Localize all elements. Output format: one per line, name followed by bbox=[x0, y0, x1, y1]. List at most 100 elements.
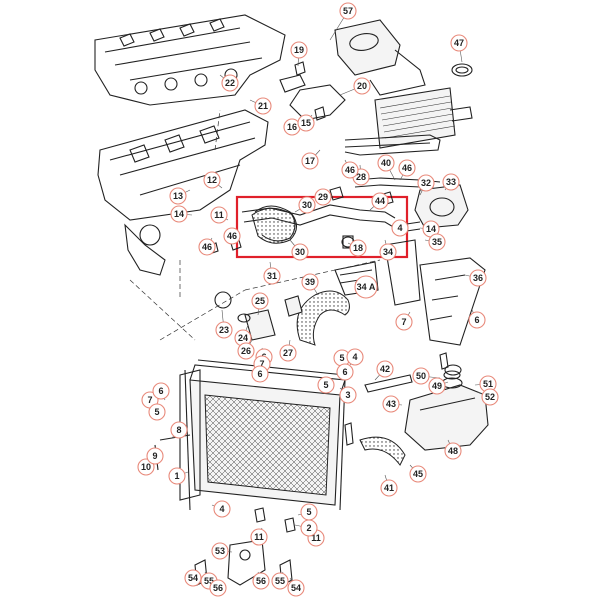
expansion-tank bbox=[404, 370, 489, 451]
callout-c57: 57 bbox=[339, 2, 357, 20]
assembly-guide-lines bbox=[129, 109, 381, 341]
callout-number: 11 bbox=[311, 533, 321, 543]
callout-c53: 53 bbox=[211, 542, 229, 560]
callout-number: 55 bbox=[204, 576, 214, 586]
callout-circle bbox=[203, 171, 221, 189]
callout-number: 40 bbox=[381, 158, 391, 168]
callout-number: 27 bbox=[283, 348, 293, 358]
callout-circle bbox=[221, 74, 239, 92]
callout-number: 15 bbox=[301, 118, 311, 128]
highlighted-hose-group bbox=[235, 195, 409, 259]
callout-c27: 27 bbox=[279, 344, 297, 362]
callout-number: 52 bbox=[485, 392, 495, 402]
callout-circle bbox=[252, 572, 270, 590]
callout-number: 3 bbox=[345, 390, 350, 400]
callout-circle bbox=[417, 174, 435, 192]
callout-c4a: 4 bbox=[391, 219, 409, 237]
callout-c39: 39 bbox=[301, 273, 319, 291]
callout-circle bbox=[263, 267, 281, 285]
callout-circle bbox=[271, 572, 289, 590]
callout-circle bbox=[314, 188, 332, 206]
callout-c14a: 14 bbox=[170, 205, 188, 223]
callout-c5c: 5 bbox=[148, 403, 166, 421]
callout-c50: 50 bbox=[412, 367, 430, 385]
callout-c14b: 14 bbox=[422, 220, 440, 238]
callout-number: 22 bbox=[225, 78, 235, 88]
callout-number: 11 bbox=[254, 532, 264, 542]
callout-c22: 22 bbox=[221, 74, 239, 92]
callout-c6e: 6 bbox=[152, 382, 170, 400]
callout-circle bbox=[444, 442, 462, 460]
callout-number: 26 bbox=[241, 346, 251, 356]
callout-number: 18 bbox=[353, 243, 363, 253]
callout-c54b: 54 bbox=[287, 579, 305, 597]
callout-circle bbox=[398, 159, 416, 177]
callout-circle bbox=[339, 2, 357, 20]
callout-circle bbox=[213, 500, 231, 518]
callout-circle bbox=[412, 367, 430, 385]
callout-c56b: 56 bbox=[252, 572, 270, 590]
callout-c46a: 46 bbox=[398, 159, 416, 177]
callout-c17: 17 bbox=[301, 152, 319, 170]
callout-circle bbox=[297, 114, 315, 132]
callout-number: 21 bbox=[258, 101, 268, 111]
callout-c47: 47 bbox=[450, 34, 468, 52]
callout-number: 54 bbox=[291, 583, 301, 593]
callout-number: 12 bbox=[207, 175, 217, 185]
callout-c40: 40 bbox=[377, 154, 395, 172]
callout-circle bbox=[301, 152, 319, 170]
callout-circle bbox=[211, 542, 229, 560]
callout-number: 10 bbox=[141, 462, 151, 472]
callout-c46b: 46 bbox=[341, 161, 359, 179]
callout-number: 41 bbox=[384, 483, 394, 493]
callout-c33: 33 bbox=[442, 173, 460, 191]
callout-circle bbox=[287, 579, 305, 597]
callout-number: 4 bbox=[352, 352, 357, 362]
callout-number: 11 bbox=[214, 210, 224, 220]
callout-c48: 48 bbox=[444, 442, 462, 460]
callout-number: 35 bbox=[432, 237, 442, 247]
callout-circle bbox=[354, 275, 378, 299]
callout-c16: 16 bbox=[283, 118, 301, 136]
callout-number: 13 bbox=[173, 191, 183, 201]
callout-number: 30 bbox=[295, 247, 305, 257]
callout-number: 6 bbox=[474, 315, 479, 325]
callout-c26: 26 bbox=[237, 342, 255, 360]
callout-number: 29 bbox=[318, 192, 328, 202]
callout-number: 24 bbox=[238, 333, 248, 343]
callout-number: 32 bbox=[421, 178, 431, 188]
callout-circle bbox=[395, 313, 413, 331]
callout-number: 36 bbox=[473, 273, 483, 283]
tank-hoses bbox=[359, 374, 413, 466]
callout-c1: 1 bbox=[168, 467, 186, 485]
hose-clamp-47 bbox=[451, 63, 473, 77]
callout-c45: 45 bbox=[409, 465, 427, 483]
callout-c30a: 30 bbox=[298, 196, 316, 214]
callout-circle bbox=[469, 269, 487, 287]
callout-c10: 10 bbox=[137, 458, 155, 476]
callout-c4b: 4 bbox=[346, 348, 364, 366]
callout-circle bbox=[301, 273, 319, 291]
callout-circle bbox=[291, 243, 309, 261]
callout-c30b: 30 bbox=[291, 243, 309, 261]
callout-circle bbox=[371, 192, 389, 210]
callout-number: 34 bbox=[383, 247, 393, 257]
callout-number: 30 bbox=[302, 200, 312, 210]
callout-number: 57 bbox=[343, 6, 353, 16]
callout-c34: 34 bbox=[379, 243, 397, 261]
callout-number: 4 bbox=[219, 504, 224, 514]
callout-c34a: 34 A bbox=[354, 275, 378, 299]
callout-number: 25 bbox=[255, 296, 265, 306]
callout-number: 46 bbox=[345, 165, 355, 175]
lower-cylinder-head bbox=[97, 109, 269, 276]
callout-number: 39 bbox=[305, 277, 315, 287]
callout-c42: 42 bbox=[376, 360, 394, 378]
thermostat-housing bbox=[214, 291, 303, 341]
callout-number: 8 bbox=[176, 425, 181, 435]
callout-circle bbox=[341, 161, 359, 179]
callout-number: 2 bbox=[306, 523, 311, 533]
callout-circle bbox=[251, 365, 269, 383]
callout-circle bbox=[251, 292, 269, 310]
callout-c13: 13 bbox=[169, 187, 187, 205]
